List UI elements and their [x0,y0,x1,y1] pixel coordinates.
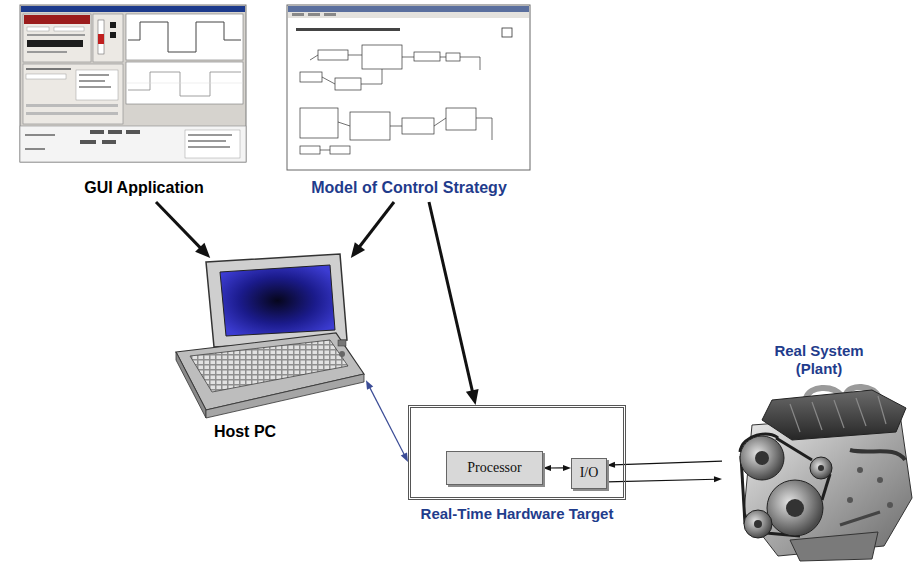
node-title: Real-Time Hardware Target [371,505,663,523]
arrow-head [401,452,408,462]
arrow-head [466,389,479,405]
real-plant: Real System (Plant) [722,338,916,562]
processor-box: Processor [446,451,543,485]
connector-arrow [366,380,408,462]
model-screenshot [287,5,530,170]
connector-line [613,461,722,465]
arrow-head [543,465,551,471]
connector-arrow [351,202,394,258]
node-title: Model of Control Strategy [311,178,507,197]
control-model: Model of Control Strategy [284,2,534,202]
arrow-head [366,380,373,390]
connector-line [429,202,473,393]
block-label: Processor [467,460,521,477]
arrow-head [607,462,615,468]
arrow-head [563,465,571,471]
engine-illustration [740,387,912,561]
arrow-head [714,476,722,482]
laptop-illustration [176,254,364,418]
host-pc: Host PC [176,258,366,446]
node-title: Real System (Plant) [764,342,874,378]
arrow-head [195,243,210,258]
gui-application: GUI Application [24,2,264,202]
connector-line [358,202,394,248]
connector-line [369,387,404,456]
node-title: Host PC [214,422,276,441]
io-box: I/O [571,458,607,489]
node-title: GUI Application [84,178,203,197]
connector-arrow [543,465,571,471]
connector-line [156,202,202,249]
gui-screenshot [20,5,246,162]
connector-arrow [156,202,210,258]
real-time-target: Real-Time Hardware TargetProcessorI/O [408,405,626,500]
connector-line [549,467,564,468]
connector-arrow [429,202,479,405]
block-label: I/O [580,465,599,482]
arrow-head [351,242,365,258]
